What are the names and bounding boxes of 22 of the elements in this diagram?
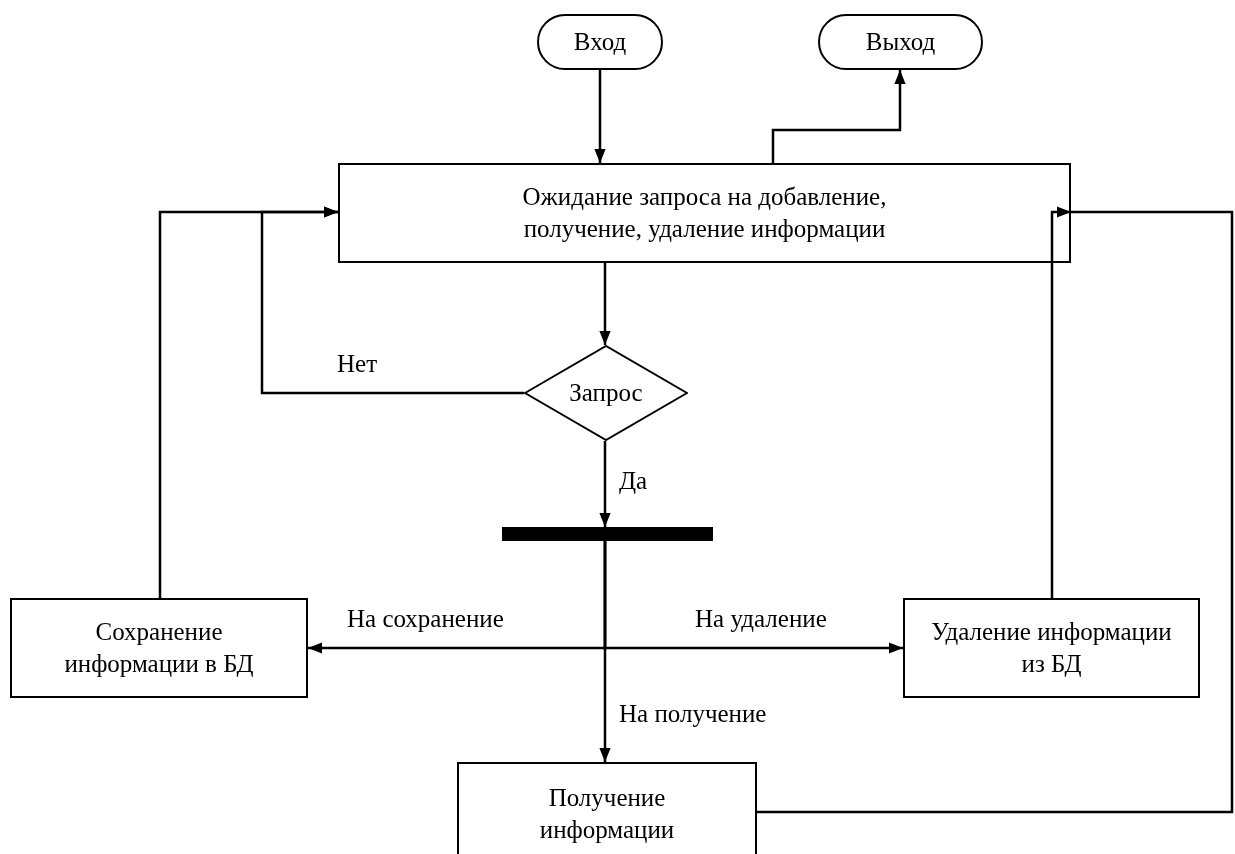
node-text: Получение информации bbox=[538, 782, 676, 845]
process-box bbox=[338, 163, 1071, 263]
node-text: Удаление информации из БД bbox=[930, 616, 1173, 679]
node-text: Сохранение информации в БД bbox=[63, 616, 255, 679]
node-text: Вход bbox=[572, 26, 628, 57]
arrow bbox=[594, 70, 606, 163]
decision-diamond bbox=[524, 345, 688, 441]
arrow bbox=[158, 206, 338, 598]
process-box bbox=[903, 598, 1200, 698]
terminal-box bbox=[818, 14, 983, 70]
terminal-box bbox=[537, 14, 663, 70]
sync-bar bbox=[502, 527, 713, 541]
arrow bbox=[1050, 206, 1071, 598]
arrow bbox=[771, 70, 906, 163]
node-text: Ожидание запроса на добавление, получение, удаление информации bbox=[521, 181, 888, 244]
process-box bbox=[457, 762, 757, 854]
arrow bbox=[599, 441, 611, 527]
process-box bbox=[10, 598, 308, 698]
arrow bbox=[599, 541, 611, 762]
arrow bbox=[599, 263, 611, 345]
node-text: Запрос bbox=[568, 377, 644, 408]
node-text: Выход bbox=[864, 26, 937, 57]
